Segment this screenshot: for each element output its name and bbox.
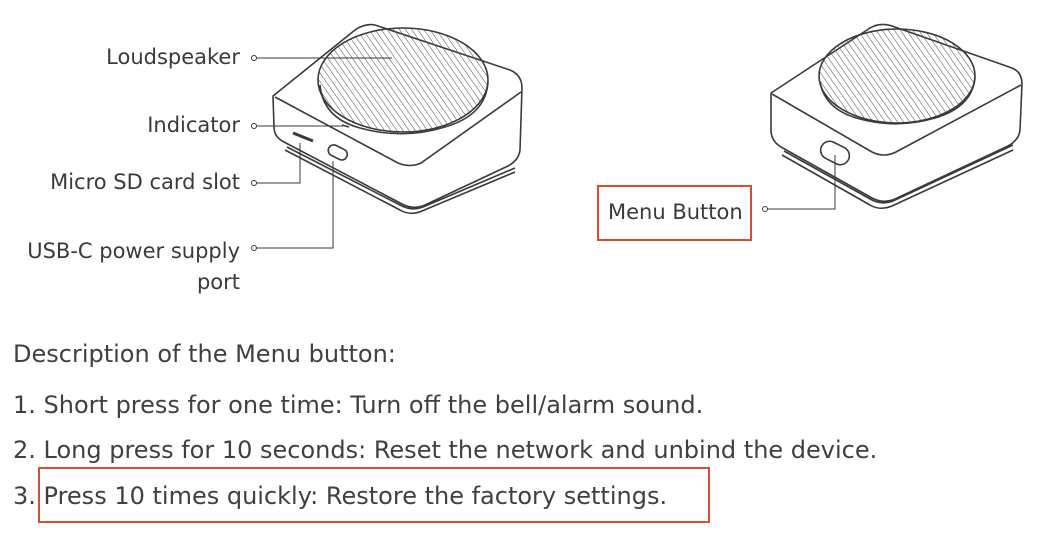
device-side-view <box>770 23 1023 210</box>
callout-line-menu <box>762 155 836 212</box>
description-step-1: 1. Short press for one time: Turn off th… <box>13 391 704 419</box>
description-step-3: 3. Press 10 times quickly: Restore the f… <box>13 482 668 510</box>
description-step-2: 2. Long press for 10 seconds: Reset the … <box>13 436 878 464</box>
label-usb-c-line2: port <box>196 270 240 294</box>
label-indicator: Indicator <box>147 113 240 137</box>
highlight-box-step-3 <box>38 467 710 523</box>
label-micro-sd-slot: Micro SD card slot <box>50 170 240 194</box>
label-loudspeaker: Loudspeaker <box>106 45 240 69</box>
label-usb-c-line1: USB-C power supply <box>27 239 240 263</box>
callout-lines-left <box>251 55 392 251</box>
description-heading: Description of the Menu button: <box>13 340 396 368</box>
label-menu-button: Menu Button <box>597 185 752 241</box>
label-menu-button-text: Menu Button <box>608 200 743 224</box>
device-front-view <box>272 23 523 215</box>
